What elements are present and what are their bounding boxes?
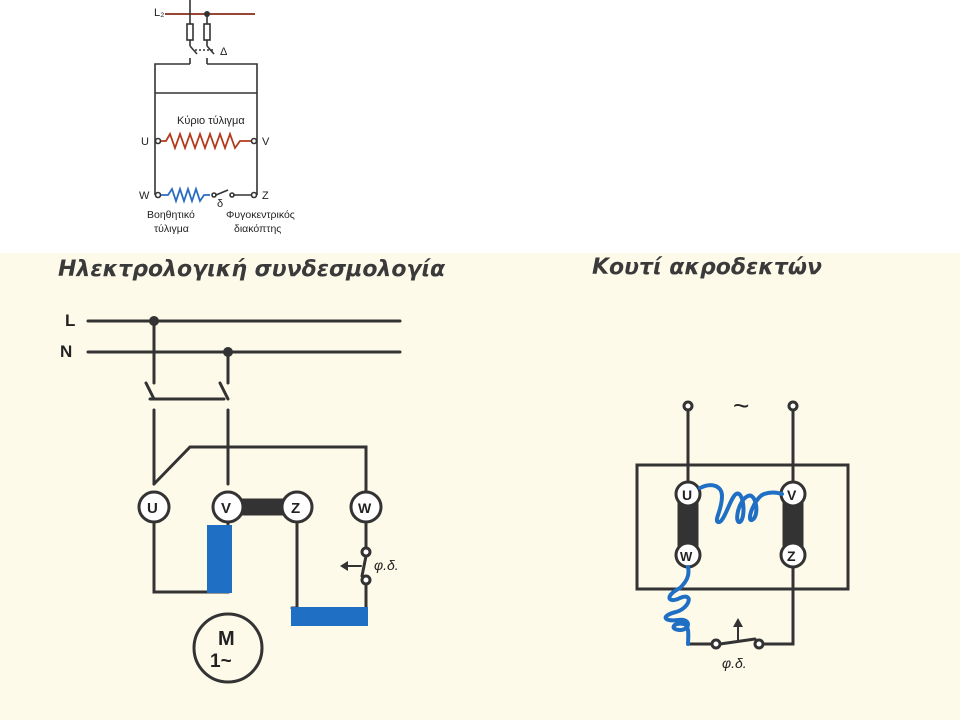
aux-winding-label-line1: Βοηθητικό bbox=[147, 209, 195, 221]
left-wiring bbox=[86, 316, 402, 684]
right-terminal-z: Z bbox=[787, 548, 796, 564]
supply-label: L₂ bbox=[154, 7, 164, 19]
right-terminal-w: W bbox=[680, 549, 693, 564]
aux-winding-block bbox=[291, 607, 368, 626]
switch-label-line2: διακόπτης bbox=[234, 223, 281, 235]
contact-label: Δ bbox=[220, 46, 228, 58]
left-heading: Ηλεκτρολογική συνδεσμολογία bbox=[58, 257, 446, 282]
ac-symbol: ~ bbox=[733, 390, 749, 421]
left-switch-label: φ.δ. bbox=[374, 557, 399, 573]
top-terminal-v: V bbox=[262, 136, 270, 148]
left-terminal-v: V bbox=[221, 500, 231, 517]
right-wiring bbox=[635, 400, 850, 650]
top-terminal-u: U bbox=[141, 136, 149, 148]
left-terminal-z: Z bbox=[291, 500, 300, 517]
main-winding-coil bbox=[698, 483, 784, 524]
right-heading: Κουτί ακροδεκτών bbox=[592, 255, 822, 280]
motor-label-line1: M bbox=[218, 628, 235, 650]
main-winding-block bbox=[207, 525, 232, 593]
main-winding-label: Κύριο τύλιγμα bbox=[177, 115, 245, 127]
top-switch-symbol: δ bbox=[217, 198, 223, 210]
line-l-label: L bbox=[65, 311, 75, 330]
switch-label-line1: Φυγοκεντρικός bbox=[226, 209, 295, 221]
top-schematic bbox=[154, 0, 258, 204]
line-n-label: N bbox=[60, 342, 72, 361]
motor-label-line2: 1~ bbox=[210, 651, 232, 672]
left-terminal-w: W bbox=[358, 500, 372, 516]
left-terminal-u: U bbox=[147, 500, 158, 517]
top-terminal-w: W bbox=[139, 190, 150, 202]
aux-winding-coil bbox=[663, 565, 691, 646]
right-switch-label: φ.δ. bbox=[722, 655, 747, 671]
aux-winding-label-line2: τύλιγμα bbox=[154, 223, 189, 235]
top-terminal-z: Z bbox=[262, 190, 269, 202]
right-terminal-v: V bbox=[787, 487, 797, 503]
right-terminal-u: U bbox=[682, 487, 692, 503]
